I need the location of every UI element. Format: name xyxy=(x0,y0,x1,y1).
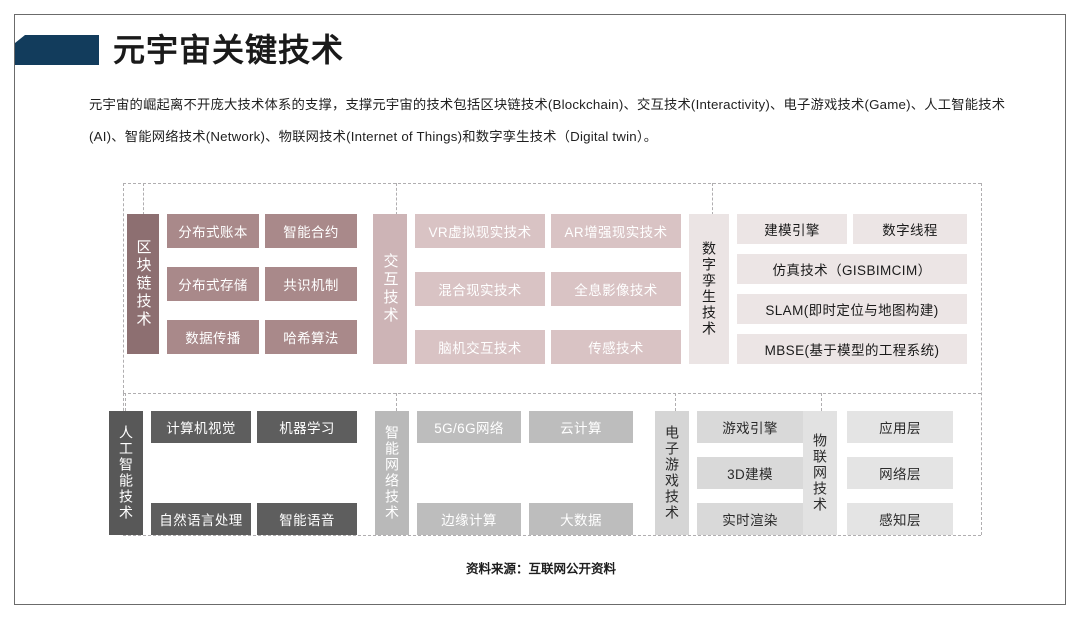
cell-hologram[interactable]: 全息影像技术 xyxy=(551,272,681,306)
cell-hash-algorithm[interactable]: 哈希算法 xyxy=(265,320,357,354)
table-row: 应用层 xyxy=(847,411,953,443)
table-row: 5G/6G网络 云计算 xyxy=(417,411,633,443)
group-iot: 物联网技术 应用层 网络层 感知层 xyxy=(803,411,961,535)
cell-cloud-computing[interactable]: 云计算 xyxy=(529,411,633,443)
cell-consensus[interactable]: 共识机制 xyxy=(265,267,357,301)
cell-modeling-engine[interactable]: 建模引擎 xyxy=(737,214,847,244)
cell-edge-computing[interactable]: 边缘计算 xyxy=(417,503,521,535)
connector-ai xyxy=(125,393,126,411)
group-network: 智能网络技术 5G/6G网络 云计算 边缘计算 大数据 xyxy=(375,411,633,535)
group-ai: 人工智能技术 计算机视觉 机器学习 自然语言处理 智能语音 xyxy=(109,411,359,535)
cell-3d-modeling[interactable]: 3D建模 xyxy=(697,457,803,489)
group-interaction-label[interactable]: 交互技术 xyxy=(373,214,407,364)
cell-distributed-ledger[interactable]: 分布式账本 xyxy=(167,214,259,248)
group-iot-label[interactable]: 物联网技术 xyxy=(803,411,837,535)
group-network-label[interactable]: 智能网络技术 xyxy=(375,411,409,535)
table-row: 仿真技术（GISBIMCIM） xyxy=(737,254,967,284)
group-interaction: 交互技术 VR虚拟现实技术 AR增强现实技术 混合现实技术 全息影像技术 脑机交… xyxy=(373,214,683,364)
cell-ar[interactable]: AR增强现实技术 xyxy=(551,214,681,248)
table-row: 实时渲染 xyxy=(697,503,803,535)
connector-blockchain xyxy=(143,183,144,215)
cell-5g6g[interactable]: 5G/6G网络 xyxy=(417,411,521,443)
cell-sensing[interactable]: 传感技术 xyxy=(551,330,681,364)
group-ai-label[interactable]: 人工智能技术 xyxy=(109,411,143,535)
cell-smart-voice[interactable]: 智能语音 xyxy=(257,503,357,535)
dashed-line-top xyxy=(123,183,981,184)
group-digital-twin: 数字孪生技术 建模引擎 数字线程 仿真技术（GISBIMCIM） SLAM(即时… xyxy=(689,214,967,364)
table-row: 3D建模 xyxy=(697,457,803,489)
group-blockchain: 区块链技术 分布式账本 智能合约 分布式存储 共识机制 数据传播 哈希算法 xyxy=(127,214,357,354)
table-row: SLAM(即时定位与地图构建) xyxy=(737,294,967,324)
dashed-line-top-right xyxy=(981,183,982,535)
cell-digital-thread[interactable]: 数字线程 xyxy=(853,214,967,244)
connector-game xyxy=(675,393,676,411)
table-row: 网络层 xyxy=(847,457,953,489)
connector-iot xyxy=(821,393,822,411)
table-row: 分布式存储 共识机制 xyxy=(167,267,357,301)
cell-mbse[interactable]: MBSE(基于模型的工程系统) xyxy=(737,334,967,364)
cell-simulation[interactable]: 仿真技术（GISBIMCIM） xyxy=(737,254,967,284)
group-blockchain-label[interactable]: 区块链技术 xyxy=(127,214,159,354)
cell-machine-learning[interactable]: 机器学习 xyxy=(257,411,357,443)
cell-game-engine[interactable]: 游戏引擎 xyxy=(697,411,803,443)
cell-computer-vision[interactable]: 计算机视觉 xyxy=(151,411,251,443)
cell-distributed-storage[interactable]: 分布式存储 xyxy=(167,267,259,301)
group-game: 电子游戏技术 游戏引擎 3D建模 实时渲染 xyxy=(655,411,803,535)
cell-perception-layer[interactable]: 感知层 xyxy=(847,503,953,535)
cell-vr[interactable]: VR虚拟现实技术 xyxy=(415,214,545,248)
cell-big-data[interactable]: 大数据 xyxy=(529,503,633,535)
table-row: 感知层 xyxy=(847,503,953,535)
connector-interaction xyxy=(396,183,397,215)
cell-realtime-rendering[interactable]: 实时渲染 xyxy=(697,503,803,535)
connector-network xyxy=(396,393,397,411)
technology-diagram: 区块链技术 分布式账本 智能合约 分布式存储 共识机制 数据传播 哈希算法 交互… xyxy=(15,15,1065,604)
table-row: 分布式账本 智能合约 xyxy=(167,214,357,248)
table-row: 自然语言处理 智能语音 xyxy=(151,503,359,535)
cell-slam[interactable]: SLAM(即时定位与地图构建) xyxy=(737,294,967,324)
table-row: 游戏引擎 xyxy=(697,411,803,443)
connector-digital-twin xyxy=(712,183,713,215)
table-row: MBSE(基于模型的工程系统) xyxy=(737,334,967,364)
cell-nlp[interactable]: 自然语言处理 xyxy=(151,503,251,535)
cell-network-layer[interactable]: 网络层 xyxy=(847,457,953,489)
page-description: 元宇宙的崛起离不开庞大技术体系的支撑，支撑元宇宙的技术包括区块链技术(Block… xyxy=(89,97,1006,144)
table-row: 脑机交互技术 传感技术 xyxy=(415,330,683,364)
dashed-line-top-left xyxy=(123,183,124,393)
table-row: 数据传播 哈希算法 xyxy=(167,320,357,354)
title-marker-shape xyxy=(15,35,99,65)
table-row: 混合现实技术 全息影像技术 xyxy=(415,272,683,306)
slide-page: 元宇宙关键技术 元宇宙的崛起离不开庞大技术体系的支撑，支撑元宇宙的技术包括区块链… xyxy=(14,14,1066,605)
cell-application-layer[interactable]: 应用层 xyxy=(847,411,953,443)
cell-data-transmission[interactable]: 数据传播 xyxy=(167,320,259,354)
dashed-line-bottom-close xyxy=(123,535,981,536)
group-game-label[interactable]: 电子游戏技术 xyxy=(655,411,689,535)
table-row: 建模引擎 数字线程 xyxy=(737,214,967,244)
page-title: 元宇宙关键技术 xyxy=(113,32,345,68)
group-digital-twin-label[interactable]: 数字孪生技术 xyxy=(689,214,729,364)
table-row: 边缘计算 大数据 xyxy=(417,503,633,535)
page-header: 元宇宙关键技术 xyxy=(15,33,344,67)
table-row: 计算机视觉 机器学习 xyxy=(151,411,359,443)
source-note: 资料来源：互联网公开资料 xyxy=(465,562,616,576)
cell-bci[interactable]: 脑机交互技术 xyxy=(415,330,545,364)
cell-smart-contract[interactable]: 智能合约 xyxy=(265,214,357,248)
table-row: VR虚拟现实技术 AR增强现实技术 xyxy=(415,214,683,248)
dashed-line-bottom xyxy=(123,393,981,394)
cell-mr[interactable]: 混合现实技术 xyxy=(415,272,545,306)
